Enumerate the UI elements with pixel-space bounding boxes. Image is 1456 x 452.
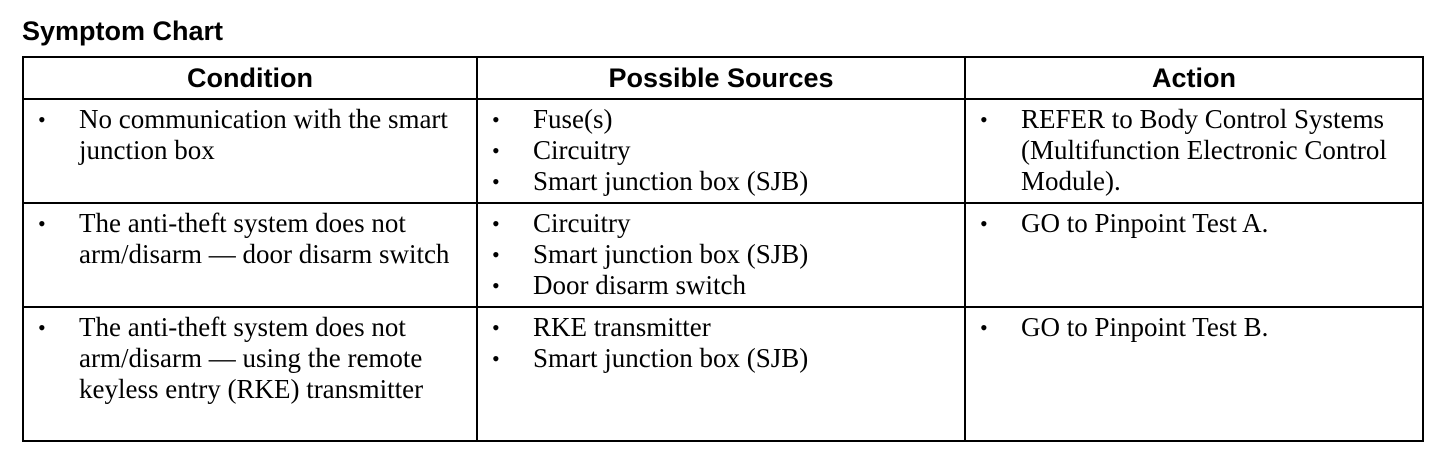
list-item: • The anti-theft system does not arm/disa… — [24, 208, 476, 270]
column-header-possible-sources: Possible Sources — [476, 56, 966, 100]
action-cell: • REFER to Body Control Systems (Multifun… — [964, 98, 1424, 204]
action-text: GO to Pinpoint Test B. — [1021, 312, 1269, 342]
condition-cell: • No communication with the smart junctio… — [22, 98, 478, 204]
condition-list: • The anti-theft system does not arm/disa… — [24, 208, 476, 270]
source-text: Fuse(s) — [533, 104, 613, 134]
bullet-icon: • — [980, 315, 988, 340]
action-text: REFER to Body Control Systems (Multifunc… — [1021, 104, 1387, 196]
sources-list: • RKE transmitter • Smart junction box (SJ… — [478, 312, 964, 374]
column-header-action: Action — [964, 56, 1424, 100]
action-list: • GO to Pinpoint Test A. — [966, 208, 1422, 239]
condition-list: • The anti-theft system does not arm/disa… — [24, 312, 476, 405]
bullet-icon: • — [980, 107, 988, 132]
list-item: • Smart junction box (SJB) — [478, 166, 964, 197]
sources-cell: • Circuitry • Smart junction box (SJB) • Do… — [476, 202, 966, 308]
bullet-icon: • — [38, 315, 46, 340]
condition-text: The anti-theft system does not arm/disar… — [79, 312, 424, 404]
action-text: GO to Pinpoint Test A. — [1021, 208, 1269, 238]
action-list: • REFER to Body Control Systems (Multifun… — [966, 104, 1422, 197]
list-item: • Smart junction box (SJB) — [478, 343, 964, 374]
list-item: • RKE transmitter — [478, 312, 964, 343]
bullet-icon: • — [492, 346, 500, 371]
list-item: • GO to Pinpoint Test A. — [966, 208, 1422, 239]
condition-cell: • The anti-theft system does not arm/disa… — [22, 306, 478, 442]
bullet-icon: • — [492, 107, 500, 132]
symptom-table: Condition Possible Sources Action • No co… — [22, 56, 1424, 442]
source-text: Smart junction box (SJB) — [533, 166, 809, 196]
source-text: Smart junction box (SJB) — [533, 343, 809, 373]
action-cell: • GO to Pinpoint Test A. — [964, 202, 1424, 308]
bullet-icon: • — [492, 138, 500, 163]
bullet-icon: • — [38, 107, 46, 132]
list-item: • No communication with the smart junctio… — [24, 104, 476, 166]
action-cell: • GO to Pinpoint Test B. — [964, 306, 1424, 442]
list-item: • Smart junction box (SJB) — [478, 239, 964, 270]
bullet-icon: • — [38, 211, 46, 236]
bullet-icon: • — [980, 211, 988, 236]
list-item: • GO to Pinpoint Test B. — [966, 312, 1422, 343]
list-item: • Fuse(s) — [478, 104, 964, 135]
list-item: • Circuitry — [478, 135, 964, 166]
sources-list: • Fuse(s) • Circuitry • Smart junction box … — [478, 104, 964, 197]
condition-list: • No communication with the smart junctio… — [24, 104, 476, 166]
condition-text: No communication with the smart junction… — [79, 104, 448, 165]
table-row: • The anti-theft system does not arm/disa… — [22, 202, 1424, 308]
bullet-icon: • — [492, 242, 500, 267]
sources-cell: • Fuse(s) • Circuitry • Smart junction box … — [476, 98, 966, 204]
source-text: Circuitry — [533, 135, 631, 165]
page-title: Symptom Chart — [22, 16, 224, 46]
bullet-icon: • — [492, 315, 500, 340]
sources-cell: • RKE transmitter • Smart junction box (SJ… — [476, 306, 966, 442]
bullet-icon: • — [492, 211, 500, 236]
bullet-icon: • — [492, 273, 500, 298]
source-text: Smart junction box (SJB) — [533, 239, 809, 269]
list-item: • REFER to Body Control Systems (Multifun… — [966, 104, 1422, 197]
source-text: RKE transmitter — [533, 312, 711, 342]
list-item: • Door disarm switch — [478, 270, 964, 301]
table-header-row: Condition Possible Sources Action — [22, 56, 1424, 100]
column-header-condition: Condition — [22, 56, 478, 100]
condition-cell: • The anti-theft system does not arm/disa… — [22, 202, 478, 308]
list-item: • Circuitry — [478, 208, 964, 239]
table-row: • The anti-theft system does not arm/disa… — [22, 306, 1424, 442]
action-list: • GO to Pinpoint Test B. — [966, 312, 1422, 343]
list-item: • The anti-theft system does not arm/disa… — [24, 312, 476, 405]
source-text: Door disarm switch — [533, 270, 746, 300]
bullet-icon: • — [492, 169, 500, 194]
sources-list: • Circuitry • Smart junction box (SJB) • Do… — [478, 208, 964, 301]
table-row: • No communication with the smart junctio… — [22, 98, 1424, 204]
source-text: Circuitry — [533, 208, 631, 238]
condition-text: The anti-theft system does not arm/disar… — [79, 208, 450, 269]
